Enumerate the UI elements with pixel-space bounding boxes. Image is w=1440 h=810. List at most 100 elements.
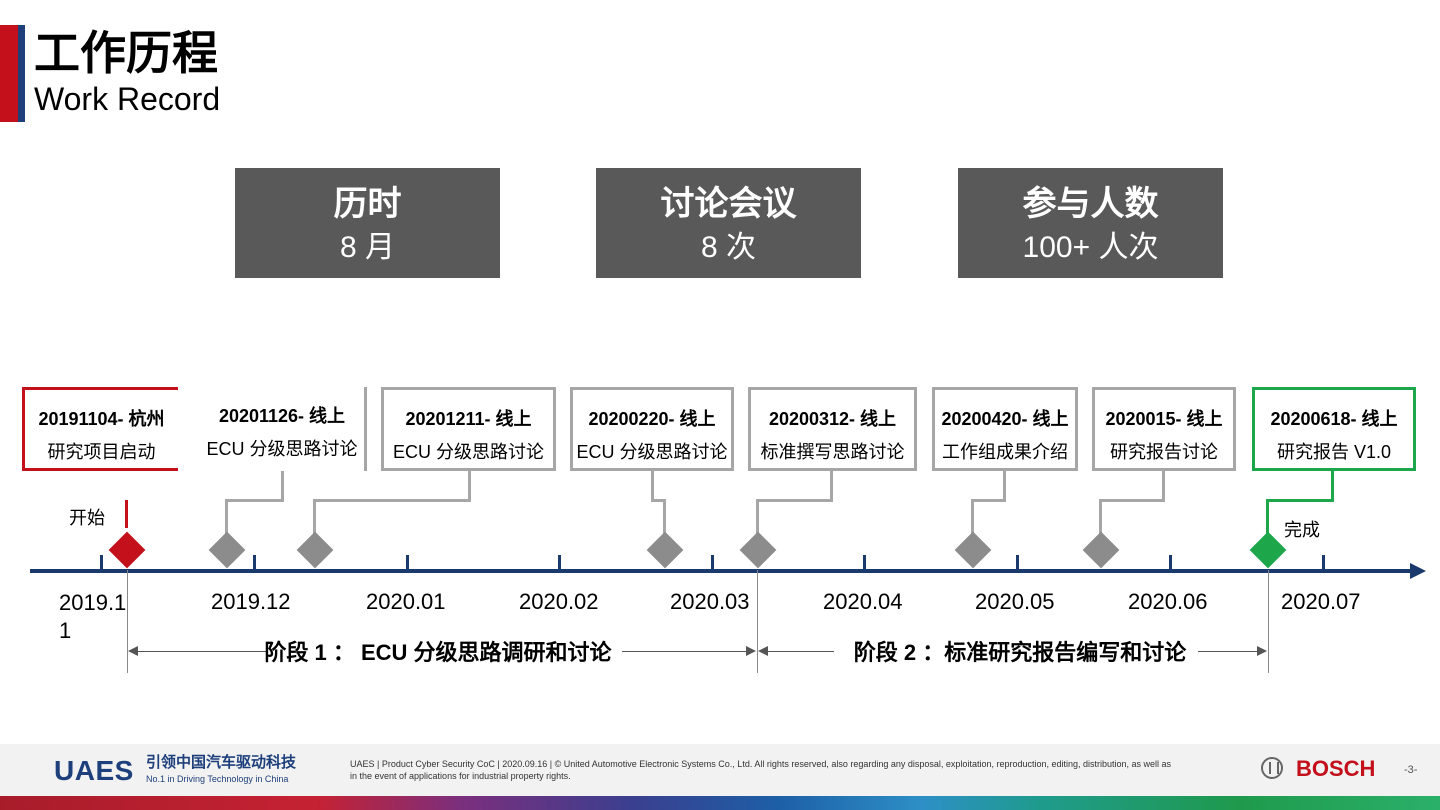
connector-5b xyxy=(756,499,833,502)
axis-tick xyxy=(1016,555,1019,571)
axis-tick xyxy=(100,555,103,571)
timeline-axis xyxy=(30,569,1420,573)
milestone-diamond xyxy=(1082,531,1120,569)
axis-tick xyxy=(863,555,866,571)
stat-duration: 历时 8 月 xyxy=(235,168,500,278)
connector-2a xyxy=(281,471,284,502)
axis-tick xyxy=(406,555,409,571)
connector-3c xyxy=(313,499,316,535)
connector-8c xyxy=(1266,499,1269,535)
stat-value: 8 月 xyxy=(339,231,396,264)
event-title: 研究报告讨论 xyxy=(1110,442,1218,462)
connector-4a xyxy=(651,471,654,502)
event-date: 20201126- 线上 xyxy=(218,406,346,426)
milestone-end-diamond xyxy=(1249,531,1287,569)
arrow-right-icon xyxy=(1257,646,1267,656)
month-label: 2020.04 xyxy=(823,589,903,614)
phase-divider xyxy=(127,570,128,673)
month-label: 2020.02 xyxy=(519,589,599,614)
connector-3b xyxy=(313,499,471,502)
connector-8a xyxy=(1331,471,1334,502)
event-box-7: 2020015- 线上 研究报告讨论 xyxy=(1092,387,1236,471)
connector-8b xyxy=(1266,499,1334,502)
connector-2b xyxy=(225,499,284,502)
connector-5a xyxy=(830,471,833,502)
slogan-en: No.1 in Driving Technology in China xyxy=(146,774,289,784)
arrow-right-icon xyxy=(746,646,756,656)
event-date: 20201211- 线上 xyxy=(405,409,532,429)
start-label: 开始 xyxy=(69,508,105,528)
end-label: 完成 xyxy=(1284,520,1320,540)
milestone-diamond xyxy=(296,531,334,569)
event-title: ECU 分级思路讨论 xyxy=(392,442,544,462)
event-box-1: 20191104- 杭州 研究项目启动 xyxy=(22,387,178,471)
month-label: 2020.07 xyxy=(1281,589,1361,614)
connector-7b xyxy=(1099,499,1165,502)
legal-notice: UAES | Product Cyber Security CoC | 2020… xyxy=(350,759,1172,781)
event-title: 工作组成果介绍 xyxy=(942,442,1068,462)
phase-divider xyxy=(757,570,758,673)
stat-value: 100+ 人次 xyxy=(1022,231,1159,264)
timeline-arrow xyxy=(1410,563,1426,579)
bosch-logo: BOSCH xyxy=(1296,756,1376,781)
footer-color-stripe xyxy=(0,796,1440,810)
event-date: 20200420- 线上 xyxy=(941,409,1069,429)
arrow-left-icon xyxy=(758,646,768,656)
event-box-2: 20201126- 线上 ECU 分级思路讨论 xyxy=(200,387,364,471)
stat-participants: 参与人数 100+ 人次 xyxy=(958,168,1223,278)
month-label: 2019.12 xyxy=(211,589,291,614)
arrow-left-icon xyxy=(128,646,138,656)
month-label: 2020.05 xyxy=(975,589,1055,614)
footer xyxy=(0,744,1440,796)
milestone-diamond xyxy=(646,531,684,569)
event-date: 2020015- 线上 xyxy=(1105,409,1223,429)
accent-blue xyxy=(18,25,25,122)
milestone-start-diamond xyxy=(108,531,146,569)
connector-6b xyxy=(971,499,1006,502)
stat-label: 参与人数 xyxy=(1022,185,1159,223)
connector-7c xyxy=(1099,499,1102,535)
phase2-line-left xyxy=(768,651,834,652)
connector-3a xyxy=(468,471,471,502)
page-title: 工作历程 xyxy=(34,27,218,79)
accent-red xyxy=(0,25,18,122)
stat-value: 8 次 xyxy=(700,231,757,264)
phase1-line-left xyxy=(136,651,266,652)
phase2-label: 阶段 2 ：标准研究报告编写和讨论 xyxy=(853,640,1187,665)
axis-tick xyxy=(1322,555,1325,571)
uaes-logo: UAES xyxy=(54,755,134,786)
phase-divider xyxy=(1268,570,1269,673)
event-box-8: 20200618- 线上 研究报告 V1.0 xyxy=(1252,387,1416,471)
bosch-armature-icon xyxy=(1261,757,1283,779)
event-date: 20200618- 线上 xyxy=(1270,409,1398,429)
event-title: 研究项目启动 xyxy=(47,442,156,462)
axis-tick xyxy=(558,555,561,571)
connector-2c xyxy=(225,499,228,535)
event-title: ECU 分级思路讨论 xyxy=(206,439,358,459)
phase1-line-right xyxy=(622,651,748,652)
month-label: 2019.1 1 xyxy=(59,590,127,643)
phase2-line-right xyxy=(1198,651,1258,652)
phase1-label: 阶段 1 ： ECU 分级思路调研和讨论 xyxy=(264,640,612,665)
axis-tick xyxy=(253,555,256,571)
axis-tick xyxy=(711,555,714,571)
connector-6a xyxy=(1003,471,1006,502)
page-number: -3- xyxy=(1404,764,1418,776)
event-box-6: 20200420- 线上 工作组成果介绍 xyxy=(932,387,1078,471)
event-box-3: 20201211- 线上 ECU 分级思路讨论 xyxy=(381,387,556,471)
connector-4c xyxy=(663,499,666,535)
month-label: 2020.06 xyxy=(1128,589,1208,614)
title-accent-bar xyxy=(0,25,26,122)
month-label: 2020.01 xyxy=(366,589,446,614)
connector-start xyxy=(125,500,128,528)
connector-6c xyxy=(971,499,974,535)
page-subtitle: Work Record xyxy=(34,81,221,117)
event-date: 20200220- 线上 xyxy=(588,409,716,429)
milestone-diamond xyxy=(954,531,992,569)
connector-7a xyxy=(1162,471,1165,502)
event-title: ECU 分级思路讨论 xyxy=(576,442,728,462)
event-date: 20191104- 杭州 xyxy=(38,409,165,429)
event-date: 20200312- 线上 xyxy=(768,409,897,429)
event-title: 研究报告 V1.0 xyxy=(1276,442,1392,462)
month-label: 2020.03 xyxy=(670,589,750,614)
